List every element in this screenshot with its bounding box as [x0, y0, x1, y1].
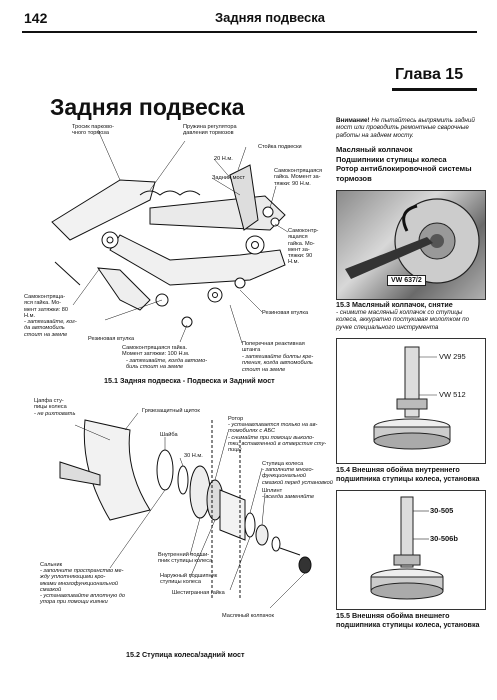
fig2-label-hub: Ступица колеса: [262, 461, 304, 467]
fig1-label-spring: Пружина регулятора давления тормозов: [183, 124, 237, 137]
fig2-label-rotor: Ротор: [228, 416, 244, 422]
fig3-tool-label: VW 637/2: [387, 275, 426, 286]
fig2-caption: 15.2 Ступица колеса/задний мост: [126, 650, 245, 659]
fig1-label-nut-100-note: - затягивайте, когда автомо- биль стоит …: [126, 358, 208, 371]
fig1-label-panhard-note: - затягивайте болты кре- пления, когда а…: [242, 354, 314, 373]
contents-item: Масляный колпачок: [336, 145, 413, 154]
fig1-caption: 15.1 Задняя подвеска - Подвеска и Задний…: [104, 376, 275, 385]
chapter-rule: [392, 88, 477, 91]
fig5-tool2: 30-506b: [430, 534, 458, 543]
fig1-label-nut-90b: Самоконтр- ящаяся гайка. Мо- мент за- тя…: [288, 228, 319, 266]
fig5-tool1: 30-505: [430, 506, 454, 515]
fig4-drawing-frame: VW 295 VW 512: [336, 338, 486, 464]
fig2-label-rotor-note: - устанавливается только на ав- томобиля…: [228, 422, 327, 454]
fig2-label-seal-note: - заполните пространство ме- жду уплотня…: [40, 568, 126, 606]
warning-note: Внимание! Не пытайтесь выпрямить задний …: [336, 117, 484, 139]
fig2-label-cotter-pin: Шплинт: [262, 488, 283, 494]
warning-text: Не пытайтесь выпрямить задний мост или п…: [336, 117, 475, 139]
fig4-caption: 15.4 Внешняя обойма внутреннего подшипни…: [336, 465, 480, 483]
fig2-label-cotter-note: - всегда заменяйте: [262, 494, 315, 500]
fig1-label-bushing2: Резиновая втулка: [262, 310, 309, 316]
fig2-label-washer: Шайба: [160, 432, 178, 438]
fig2-label-stub: Цапфа сту- пицы колеса: [34, 398, 67, 411]
contents-item: Ротор антиблокировочной системы тормозов: [336, 164, 472, 183]
fig1-label-nut-100: Самоконтрящаяся гайка. Момент затяжки: 1…: [122, 345, 190, 358]
fig3-caption: 15.3 Масляный колпачок, снятие: [336, 300, 453, 309]
fig1-label-brake-cable: Тросик парково- чного тормоза: [72, 124, 115, 137]
chapter-title: Глава 15: [395, 66, 464, 83]
fig2-label-outer-bearing: Наружный подшипник ступицы колеса: [160, 573, 218, 586]
fig1-label-nut-80: Самоконтряща- яся гайка. Мо- мент затяжк…: [24, 294, 68, 319]
fig3-photo: VW 637/2: [336, 190, 486, 300]
fig2-label-30nm: 30 Н.м.: [184, 453, 203, 459]
contents-item: Подшипники ступицы колеса: [336, 154, 447, 164]
section-title: Задняя подвеска: [50, 94, 245, 120]
fig4-tool1: VW 295: [439, 352, 466, 361]
fig1-label-20nm: 20 Н.м.: [214, 156, 233, 162]
fig3-text: - снимите масляный колпачок со ступицы к…: [336, 309, 470, 331]
fig2-label-grease-cap: Масляный колпачок: [222, 613, 274, 619]
fig5-caption: 15.5 Внешняя обойма внешнего подшипника …: [336, 611, 480, 629]
fig1-label-nut-80-note: - затягивайте, ког- да автомобиль стоит …: [24, 319, 77, 338]
fig1-label-bushing1: Резиновая втулка: [88, 336, 135, 342]
fig2-label-hub-note: - заполните много- функциональной смазко…: [262, 467, 333, 486]
running-title: Задняя подвеска: [215, 10, 325, 25]
fig3-drawing: [345, 198, 480, 284]
fig2-label-seal: Сальник: [40, 562, 63, 568]
fig1-label-rear-axle: Задний мост: [212, 175, 245, 181]
fig4-tool2: VW 512: [439, 390, 466, 399]
fig2-label-shield: Грязезащитный щиток: [142, 408, 200, 414]
fig4-drawing: [373, 346, 451, 450]
fig2-label-inner-bearing: Внутренний подши- пник ступицы колеса: [158, 552, 213, 565]
fig5-drawing: [370, 496, 444, 600]
page-number: 142: [24, 10, 48, 26]
header-rule: [22, 31, 477, 33]
warning-prefix: Внимание!: [336, 117, 370, 124]
fig1-label-panhard: Поперечная реактивная штанга: [242, 341, 305, 354]
fig2-label-hex-nut: Шестигранная гайка: [172, 590, 225, 596]
fig1-label-strut: Стойка подвески: [258, 144, 302, 150]
fig1-label-nut-90: Самоконтрящаяся гайка. Момент за- тяжки:…: [274, 168, 323, 187]
contents-list: Масляный колпачок Подшипники ступицы кол…: [336, 145, 484, 183]
fig5-drawing-frame: 30-505 30-506b: [336, 490, 486, 610]
fig2-label-stub-note: - не рихтовать: [34, 411, 76, 417]
